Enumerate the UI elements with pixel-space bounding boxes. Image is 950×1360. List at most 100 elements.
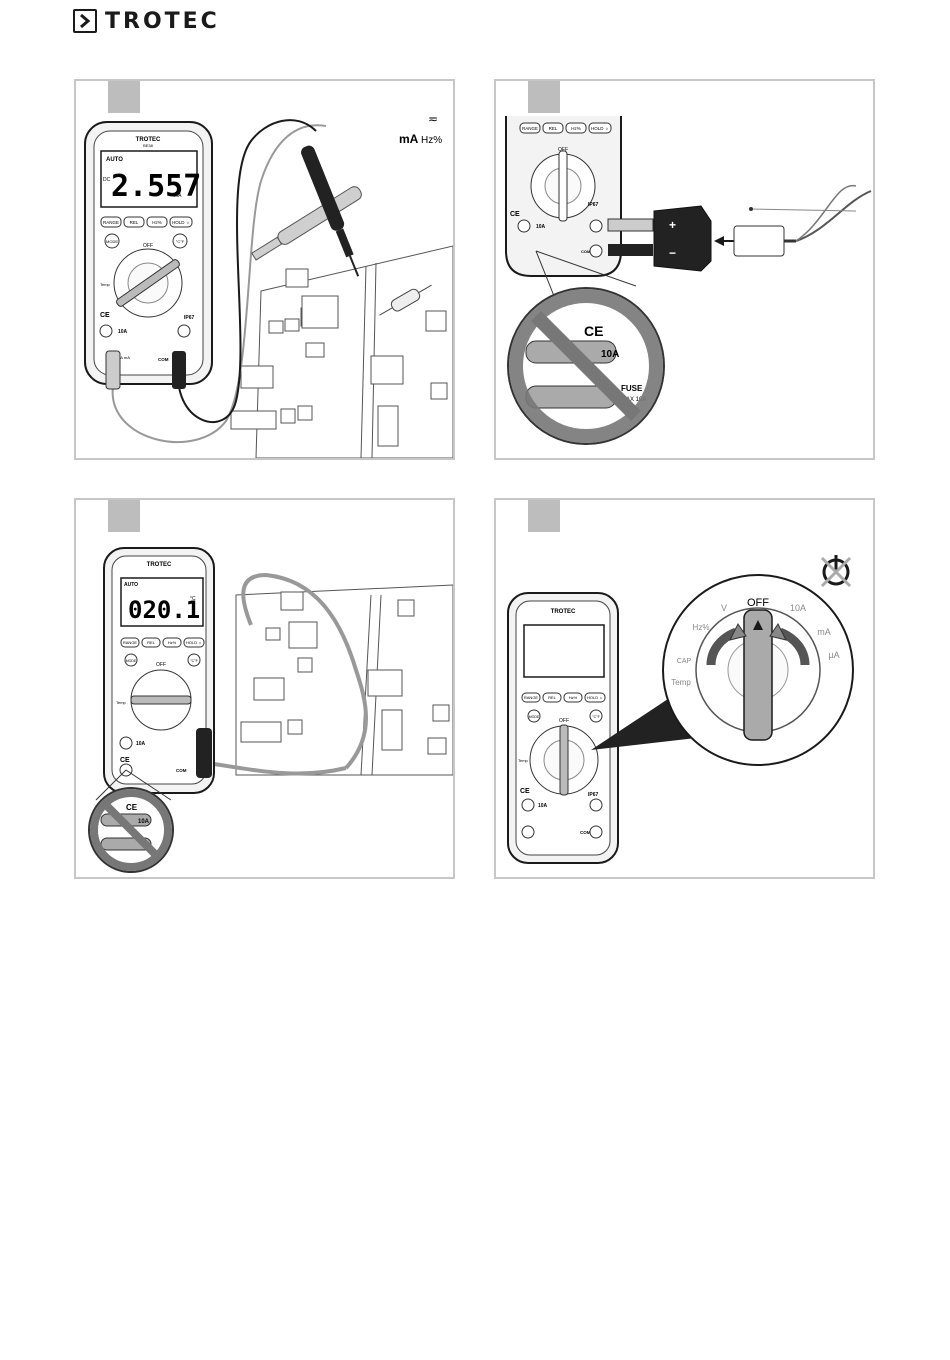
black-plug <box>172 351 186 389</box>
ip-rating: IP67 <box>588 792 599 798</box>
dial-off-label: OFF <box>558 147 568 153</box>
resistor <box>379 284 432 316</box>
prohibited-slash <box>531 311 641 421</box>
terminal-10a: 10A <box>536 224 546 230</box>
zoom-circle-prohibited: CE 10A FUSE MAX 10A <box>507 287 665 445</box>
figure-3-illustration: TROTEC AUTO 020.1 °C RANGE REL Hz% HOLD … <box>88 547 453 873</box>
terminal-com: COM <box>158 357 169 362</box>
unit-button-label: °C°F <box>190 659 197 663</box>
rotate-right-arrowhead-icon <box>769 623 787 641</box>
circuit-board <box>235 584 453 776</box>
figure-2: RANGE REL Hz% HOLD ☼ OFF CE 10A IP67 COM <box>494 79 875 460</box>
figure-1: TROTEC BE38 AUTO DC 2.557 mA RANGE REL H… <box>74 79 455 460</box>
dial-off-label: OFF <box>559 718 569 724</box>
trotec-logo: TROTEC <box>73 7 220 35</box>
hold-button-label: HOLD ☼ <box>587 695 603 700</box>
zoom-circle-prohibited: CE 10A <box>88 787 174 873</box>
dial-knob <box>743 609 773 741</box>
zoom-fuse-label: FUSE <box>621 384 643 393</box>
rel-button-label: REL <box>147 640 156 645</box>
figure-3: TROTEC AUTO 020.1 °C RANGE REL Hz% HOLD … <box>74 498 455 879</box>
figure-number-tab <box>528 500 560 532</box>
dial-temp-label: Temp <box>116 700 127 705</box>
rel-button-label: REL <box>548 695 557 700</box>
ce-mark: CE <box>100 312 110 319</box>
meter-brand: TROTEC <box>551 609 576 615</box>
terminal-10a: 10A <box>118 329 128 335</box>
rotate-right-arrow <box>778 627 810 666</box>
zoom-10a-label: 10A <box>790 603 806 613</box>
meter-brand: TROTEC <box>147 562 172 568</box>
temperature-adapter <box>196 728 212 778</box>
figure-1-illustration: TROTEC BE38 AUTO DC 2.557 mA RANGE REL H… <box>84 112 453 458</box>
lcd-value: 2.557 <box>111 169 201 204</box>
hz-button-label: Hz% <box>168 640 177 645</box>
unit-button-label: °C°F <box>592 715 599 719</box>
figure-4: TROTEC RANGE REL Hz% HOLD ☼ MODE °C°F OF… <box>494 498 875 879</box>
dial-pointer-icon <box>753 620 763 630</box>
multimeter: TROTEC BE38 AUTO DC 2.557 mA RANGE REL H… <box>84 121 213 385</box>
zoom-ce-mark: CE <box>126 803 138 812</box>
meter-model: BE38 <box>143 143 154 148</box>
thermocouple-adapter: + − <box>607 205 712 272</box>
dial-off-label: OFF <box>156 662 166 668</box>
zoom-temp-label: Temp <box>671 678 691 687</box>
meter-buttons: RANGE REL Hz% HOLD ☼ <box>100 216 193 228</box>
circuit-board <box>230 245 453 458</box>
hz-symbol: Hz% <box>421 135 442 146</box>
terminal-com: COM <box>581 249 591 254</box>
lcd-auto: AUTO <box>106 157 123 163</box>
figure-number-tab <box>108 81 140 113</box>
temperature-probe-plug <box>733 185 872 257</box>
dial-zoom-circle: OFF V Hz% CAP Temp 10A mA µA <box>662 574 854 766</box>
power-off-icon <box>820 555 852 588</box>
figure-number-tab <box>528 81 560 113</box>
lcd-unit: °C <box>190 596 196 602</box>
figure-2-illustration: RANGE REL Hz% HOLD ☼ OFF CE 10A IP67 COM <box>505 116 872 445</box>
dial-temp-label: Temp <box>100 282 111 287</box>
plus-sign: + <box>669 218 676 232</box>
logo-text: TROTEC <box>105 8 220 34</box>
figure-number-tab <box>108 500 140 532</box>
terminal-ua: µA mA <box>118 355 130 360</box>
ma-symbol: mA <box>399 132 419 146</box>
zoom-off-label: OFF <box>747 597 769 609</box>
terminal-com: COM <box>580 830 591 835</box>
rotate-left-arrow <box>706 627 738 666</box>
logo-chevron-icon <box>73 9 97 33</box>
zoom-v-label: V <box>721 603 727 613</box>
multimeter-partial: RANGE REL Hz% HOLD ☼ OFF CE 10A IP67 COM <box>505 116 622 277</box>
terminal-10a: 10A <box>136 741 146 747</box>
ce-mark: CE <box>510 211 520 218</box>
zoom-cap-label: CAP <box>677 658 692 665</box>
zoom-ce-mark: CE <box>584 323 603 339</box>
hold-button-label: HOLD ☼ <box>591 126 609 131</box>
hold-button-label: HOLD ☼ <box>172 220 190 225</box>
lcd-unit: mA <box>174 193 182 199</box>
zoom-ua-label: µA <box>828 650 839 660</box>
zoom-ma-label: mA <box>817 627 831 637</box>
insert-arrow-icon <box>714 236 724 246</box>
zoom-pointer <box>591 695 696 750</box>
lcd-value: 020.1 <box>128 596 200 624</box>
zoom-terminal-10a: 10A <box>601 349 619 360</box>
rel-button-label: REL <box>130 220 139 225</box>
dial-temp-label: Temp <box>518 758 529 763</box>
meter-brand: TROTEC <box>136 137 161 143</box>
hz-button-label: Hz% <box>152 220 162 225</box>
gray-plug <box>105 350 121 390</box>
range-button-label: RANGE <box>524 695 539 700</box>
hz-button-label: Hz% <box>571 126 581 131</box>
dial-off-label: OFF <box>143 243 153 249</box>
range-button-label: RANGE <box>123 640 138 645</box>
ce-mark: CE <box>520 788 530 795</box>
mode-button-label: MODE <box>106 239 118 244</box>
multimeter: TROTEC RANGE REL Hz% HOLD ☼ MODE °C°F OF… <box>507 592 619 864</box>
ip-rating: IP67 <box>588 202 599 208</box>
unit-button-label: °C°F <box>176 239 185 244</box>
gray-probe <box>251 186 362 261</box>
blank-lcd <box>523 624 605 678</box>
zoom-terminal-10a: 10A <box>138 819 150 825</box>
rel-button-label: REL <box>549 126 558 131</box>
hold-button-label: HOLD ☼ <box>186 640 202 645</box>
